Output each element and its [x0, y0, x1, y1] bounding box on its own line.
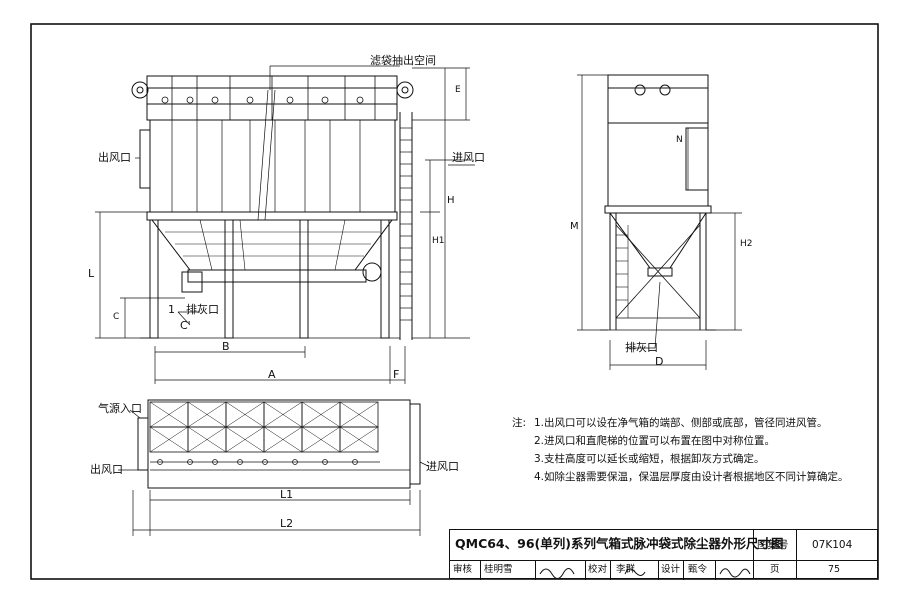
drawing-title: QMC64、96(单列)系列气箱式脉冲袋式除尘器外形尺寸图 [455, 536, 784, 551]
checker-name: 李群 [616, 564, 636, 575]
title-row-divider [450, 560, 877, 561]
dim-h1-label: H1 [432, 236, 445, 246]
note-item: 4.如除尘器需要保温，保温层厚度由设计者根据地区不同计算确定。 [534, 471, 849, 483]
dim-l1-label: L1 [280, 488, 294, 501]
dim-m-label: M [570, 221, 579, 232]
plan-view [132, 399, 421, 536]
atlas-number: 07K104 [812, 539, 853, 551]
dim-d-label: D [655, 355, 664, 368]
col-divider [658, 560, 659, 580]
col-divider [715, 560, 716, 580]
dim-h-label: H [447, 195, 455, 206]
design-label: 设计 [661, 564, 681, 575]
section-1-label: 1 [168, 303, 175, 316]
dim-l-label: L [88, 267, 95, 280]
atlas-label: 图集号 [757, 539, 789, 551]
signature-scribbles [539, 568, 751, 579]
ash-front-label: 排灰口 [186, 303, 219, 316]
notes-prefix: 注: [512, 417, 527, 429]
title-col-divider [753, 530, 754, 578]
atlas-col-divider [796, 530, 797, 578]
col-divider [535, 560, 536, 580]
col-divider [585, 560, 586, 580]
reviewer-name: 桂明雪 [484, 564, 513, 575]
review-label: 审核 [453, 564, 473, 575]
dim-e-label: E [455, 85, 461, 95]
outlet-plan-label: 出风口 [90, 463, 123, 476]
note-item: 1.出风口可以设在净气箱的端部、侧部或底部，管径同进风管。 [534, 417, 828, 429]
dim-h2-label: H2 [740, 239, 753, 249]
inlet-plan-label: 进风口 [426, 460, 459, 473]
note-item: 2.进风口和直爬梯的位置可以布置在图中对称位置。 [534, 435, 776, 447]
dim-c-label: C [113, 312, 120, 322]
dim-a-label: A [268, 368, 276, 381]
col-divider [683, 560, 684, 580]
check-label: 校对 [588, 564, 608, 575]
bag-clearance-label: 滤袋抽出空间 [370, 54, 436, 67]
outlet-front-label: 出风口 [98, 151, 131, 164]
title-block: QMC64、96(单列)系列气箱式脉冲袋式除尘器外形尺寸图 图集号 07K104… [449, 529, 878, 580]
side-elevation [577, 74, 742, 370]
designer-name: 甄令 [688, 564, 708, 575]
front-elevation [95, 65, 470, 384]
page-number: 75 [828, 564, 841, 575]
drawing-frame [30, 23, 879, 580]
inlet-front-label: 进风口 [452, 151, 485, 164]
dim-l2-label: L2 [280, 517, 294, 530]
dim-c-mark-label: C' [180, 319, 191, 332]
dim-f-label: F [393, 368, 400, 381]
ash-side-label: 排灰口 [625, 341, 658, 354]
dim-n-label: N [676, 135, 683, 145]
col-divider [610, 560, 611, 580]
dim-b-label: B [222, 340, 230, 353]
page-label: 页 [770, 564, 780, 575]
col-divider [480, 560, 481, 580]
note-item: 3.支柱高度可以延长或缩短，根据卸灰方式确定。 [534, 453, 765, 465]
air-source-inlet-label: 气源入口 [98, 402, 142, 415]
